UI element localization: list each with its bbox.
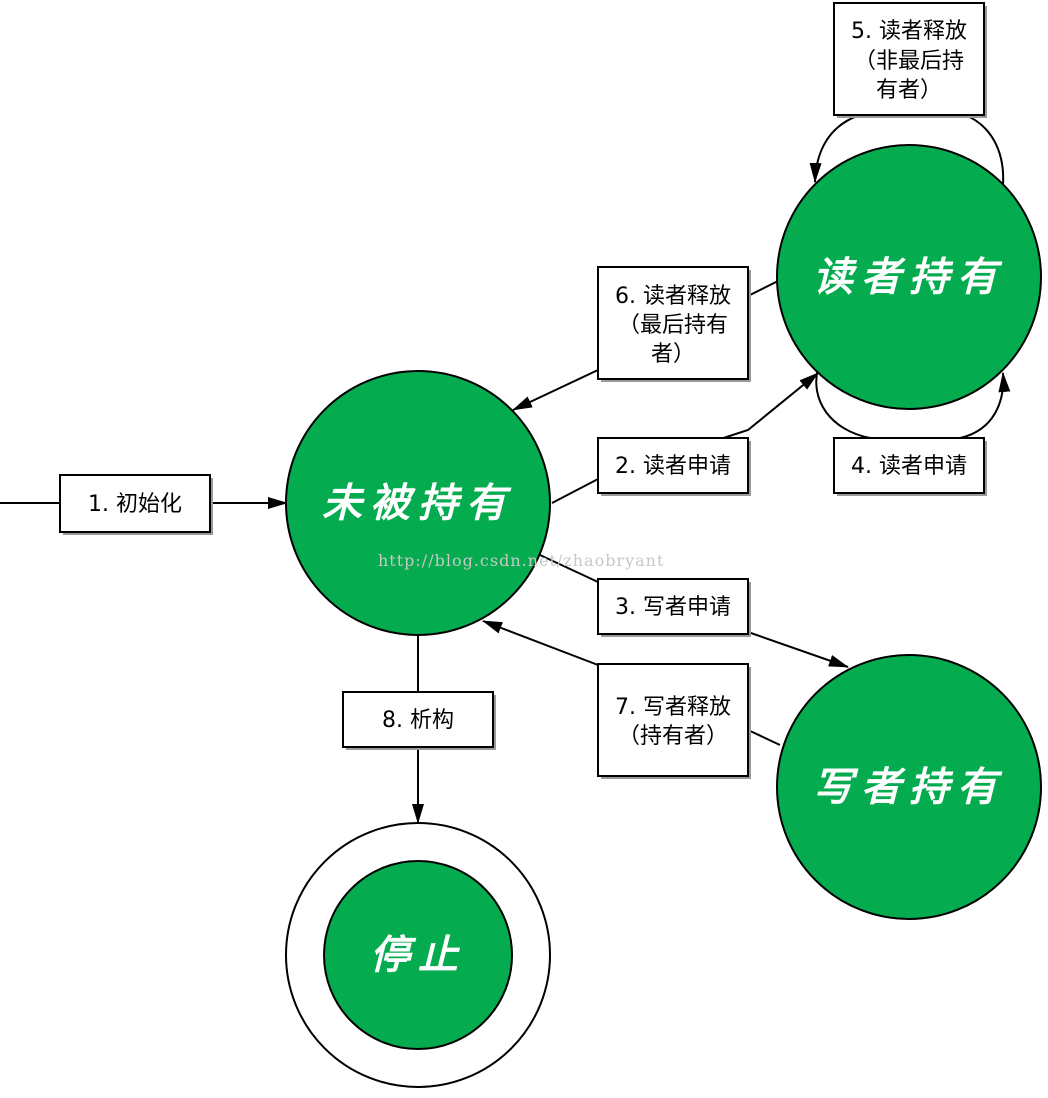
label-reader-release-last-line2: （最后持有 [618, 313, 728, 338]
label-reader-release-not-last: 5. 读者释放 （非最后持 有者） [833, 2, 987, 118]
label-writer-request-text: 3. 写者申请 [615, 595, 731, 620]
state-reader-held: 读者持有 [776, 144, 1042, 410]
label-reader-release-last-line3: 者） [651, 342, 695, 367]
label-reader-release-not-last-line3: 有者） [876, 78, 942, 103]
state-unheld-label: 未被持有 [322, 480, 514, 527]
label-initialize: 1. 初始化 [59, 474, 213, 535]
label-reader-request-self: 4. 读者申请 [833, 437, 987, 496]
label-writer-release-line1: 7. 写者释放 [615, 695, 731, 720]
watermark-url: http://blog.csdn.net/zhaobryant [378, 551, 664, 570]
label-reader-release-not-last-line2: （非最后持 [854, 49, 964, 74]
label-destruct-text: 8. 析构 [382, 708, 454, 733]
label-reader-request-text: 2. 读者申请 [615, 454, 731, 479]
state-stopped-label: 停止 [370, 932, 466, 979]
state-reader-held-circle [776, 144, 1042, 410]
state-stopped-circle [323, 860, 513, 1050]
label-reader-request-self-box [833, 437, 985, 494]
label-reader-request-box [597, 437, 749, 494]
label-reader-release-not-last-line1: 5. 读者释放 [851, 19, 967, 44]
label-reader-release-last: 6. 读者释放 （最后持有 者） [597, 266, 751, 382]
state-stopped: 停止 [285, 822, 551, 1088]
state-writer-held-label: 写者持有 [813, 764, 1005, 811]
state-writer-held: 写者持有 [776, 654, 1042, 920]
label-initialize-box [59, 474, 211, 533]
label-destruct-box [342, 691, 494, 748]
label-reader-request-self-text: 4. 读者申请 [851, 454, 967, 479]
label-reader-release-last-box [597, 266, 749, 380]
label-reader-release-not-last-box [833, 2, 985, 116]
label-initialize-text: 1. 初始化 [88, 492, 182, 517]
label-writer-request-box [597, 578, 749, 635]
label-reader-request: 2. 读者申请 [597, 437, 751, 496]
label-writer-release-box [597, 663, 749, 777]
label-reader-release-last-line1: 6. 读者释放 [615, 284, 731, 309]
state-writer-held-circle [776, 654, 1042, 920]
label-writer-release: 7. 写者释放 （持有者） [597, 663, 751, 779]
state-unheld: 未被持有 [285, 370, 551, 636]
state-unheld-circle [285, 370, 551, 636]
state-reader-held-label: 读者持有 [813, 254, 1005, 301]
label-writer-release-line2: （持有者） [618, 724, 728, 749]
label-destruct: 8. 析构 [342, 691, 496, 750]
label-writer-request: 3. 写者申请 [597, 578, 751, 637]
